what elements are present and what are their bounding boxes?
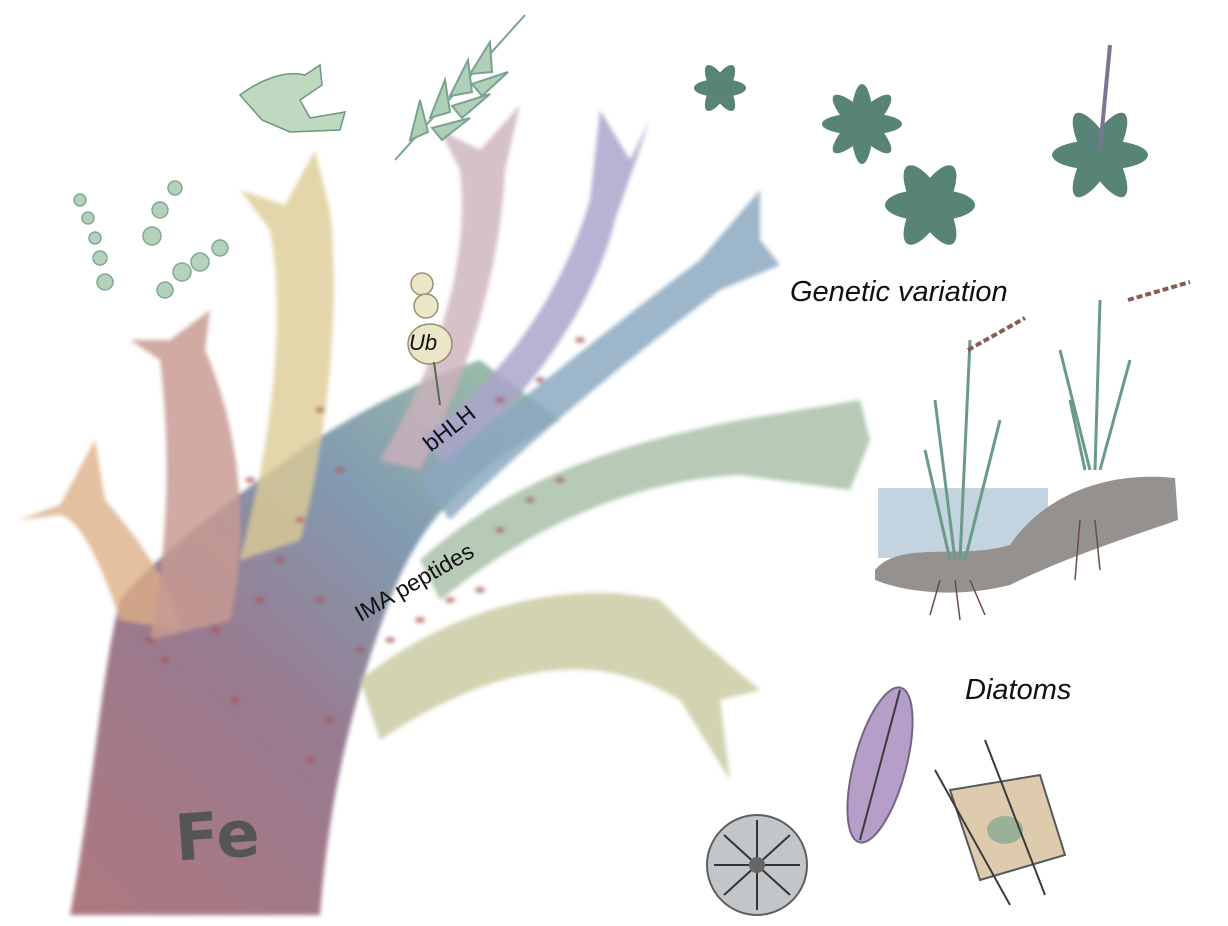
centric-diatom-icon	[706, 814, 808, 916]
ubiquitin-label: Ub	[409, 330, 438, 355]
square-diatom-icon	[934, 739, 1067, 906]
grass-in-soil-icon	[875, 280, 1191, 621]
algae-chain-icon	[73, 180, 229, 299]
tree-illustration	[18, 105, 870, 915]
diatoms-label: Diatoms	[965, 674, 1072, 706]
ubiquitin-beads-icon	[407, 272, 453, 406]
fern-frond-icon	[394, 14, 526, 161]
rosette-plant-icon	[694, 44, 1148, 245]
liverwort-icon	[238, 63, 347, 133]
pennate-diatom-icon	[846, 686, 914, 844]
iron-fe-label: Fe	[172, 797, 263, 877]
genetic-variation-label: Genetic variation	[790, 276, 1008, 308]
